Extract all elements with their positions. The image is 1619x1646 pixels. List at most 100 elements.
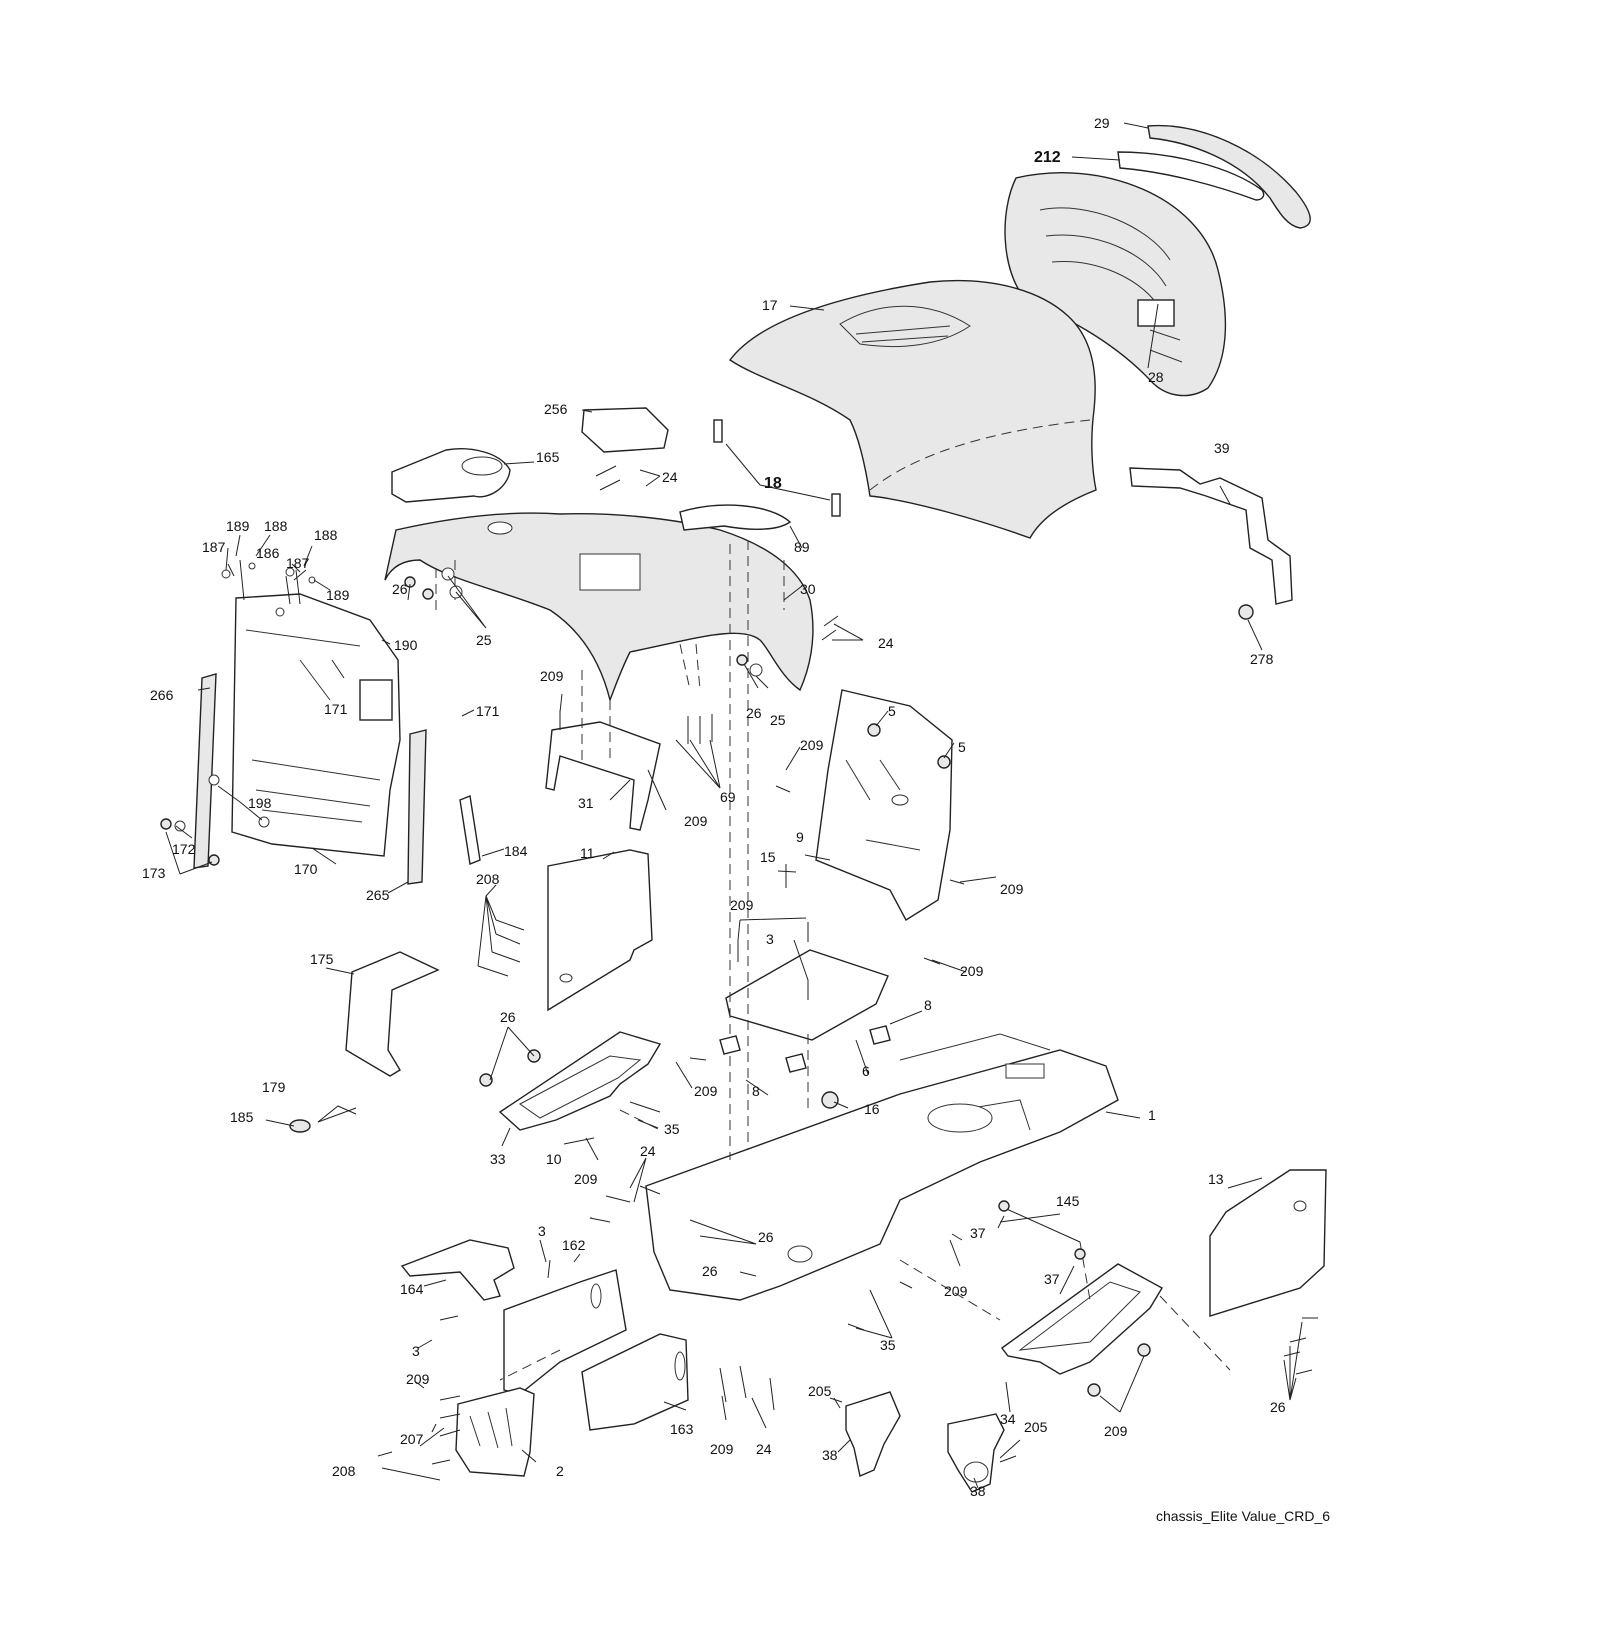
callout-24a: 24 — [662, 469, 678, 485]
fastener-26-g — [1137, 1343, 1151, 1357]
part-2-details — [469, 1407, 513, 1449]
callout-209c: 209 — [684, 813, 708, 829]
fastener-198-a — [208, 774, 220, 786]
part-34-footrest — [1001, 1263, 1163, 1375]
callout-69: 69 — [720, 789, 736, 805]
callout-3b: 3 — [538, 1223, 546, 1239]
callout-labels: 29 212 17 28 256 165 24 18 89 39 278 189… — [142, 115, 1286, 1499]
callout-26d: 26 — [758, 1229, 774, 1245]
part-28-grille-slots — [1039, 207, 1183, 363]
callout-162: 162 — [562, 1237, 586, 1253]
part-175-shield — [345, 951, 440, 1077]
part-17-hood — [728, 279, 1097, 539]
callout-10: 10 — [546, 1151, 562, 1167]
callout-165: 165 — [536, 449, 560, 465]
part-13-hole — [1293, 1200, 1307, 1212]
part-17-scoop — [839, 305, 971, 348]
callout-26a: 26 — [392, 581, 408, 597]
fastener-187-a — [221, 569, 231, 579]
part-6-plate — [725, 949, 889, 1041]
callout-33: 33 — [490, 1151, 506, 1167]
fastener-187-b — [285, 567, 295, 577]
part-9-hole — [891, 794, 909, 806]
callout-209f: 209 — [960, 963, 984, 979]
fastener-37-a — [998, 1200, 1010, 1212]
callout-24d: 24 — [756, 1441, 772, 1457]
callout-209a: 209 — [540, 668, 564, 684]
part-30-fender — [384, 512, 814, 703]
callout-35b: 35 — [880, 1337, 896, 1353]
part-163-hole — [674, 1351, 686, 1381]
part-9-details — [845, 759, 921, 851]
callout-1: 1 — [1148, 1107, 1156, 1123]
bolts — [377, 465, 1318, 1465]
part-38-hole — [963, 1461, 989, 1483]
callout-205b: 205 — [1024, 1419, 1048, 1435]
callout-5a: 5 — [888, 703, 896, 719]
part-31-bracket — [545, 721, 661, 831]
part-30-opening — [579, 553, 641, 591]
part-9-tower — [815, 689, 953, 921]
callout-209l: 209 — [1104, 1423, 1128, 1439]
fastener-25-c — [749, 663, 763, 677]
callout-25a: 25 — [476, 632, 492, 648]
callout-39: 39 — [1214, 440, 1230, 456]
callout-6: 6 — [862, 1063, 870, 1079]
part-187-189-linkage — [227, 559, 301, 605]
part-179-rod — [317, 1105, 357, 1123]
part-145-rod — [999, 1205, 1081, 1243]
part-2-pedal-bracket — [455, 1387, 535, 1477]
callout-38b: 38 — [970, 1483, 986, 1499]
drawing-caption: chassis_Elite Value_CRD_6 — [1156, 1508, 1331, 1524]
fastener-186 — [275, 607, 285, 617]
callout-31: 31 — [578, 795, 594, 811]
callout-189b: 189 — [326, 587, 350, 603]
part-190-vent — [359, 679, 393, 721]
part-39-bracket — [1129, 467, 1293, 605]
callout-38a: 38 — [822, 1447, 838, 1463]
part-212-strip — [1117, 151, 1265, 201]
callout-265: 265 — [366, 887, 390, 903]
callout-189a: 189 — [226, 518, 250, 534]
part-8-clips — [719, 1025, 891, 1073]
callout-5b: 5 — [958, 739, 966, 755]
callout-30: 30 — [800, 581, 816, 597]
part-18-tab-left — [713, 419, 723, 443]
callout-2: 2 — [556, 1463, 564, 1479]
callout-209b: 209 — [800, 737, 824, 753]
callout-173: 173 — [142, 865, 166, 881]
callout-185: 185 — [230, 1109, 254, 1125]
callout-187a: 187 — [202, 539, 226, 555]
callout-13: 13 — [1208, 1171, 1224, 1187]
callout-256: 256 — [544, 401, 568, 417]
part-165-cup-tray — [391, 448, 511, 503]
callout-209e: 209 — [730, 897, 754, 913]
callout-35a: 35 — [664, 1121, 680, 1137]
part-33-inner — [519, 1055, 642, 1119]
callout-24c: 24 — [640, 1143, 656, 1159]
callout-170: 170 — [294, 861, 318, 877]
callout-3c: 3 — [412, 1343, 420, 1359]
part-170-details — [245, 629, 381, 823]
callout-179: 179 — [262, 1079, 286, 1095]
callout-208a: 208 — [476, 871, 500, 887]
assembly-lines — [435, 540, 1231, 1381]
part-13-side-panel — [1209, 1169, 1327, 1317]
part-170-dash-panel — [231, 593, 401, 857]
fastener-16 — [821, 1091, 839, 1109]
callout-16: 16 — [864, 1101, 880, 1117]
fastener-26-c — [736, 654, 748, 666]
part-38-right-bracket — [947, 1413, 1005, 1493]
part-34-inner — [1018, 1281, 1141, 1351]
callout-186: 186 — [256, 545, 280, 561]
callout-163: 163 — [670, 1421, 694, 1437]
callout-26f: 26 — [1270, 1399, 1286, 1415]
callout-188b: 188 — [314, 527, 338, 543]
leader-lines — [165, 122, 1303, 1489]
part-1-mid-hole — [787, 1245, 813, 1263]
part-163-plate — [581, 1333, 689, 1431]
callout-209g: 209 — [694, 1083, 718, 1099]
callout-3a: 3 — [766, 931, 774, 947]
